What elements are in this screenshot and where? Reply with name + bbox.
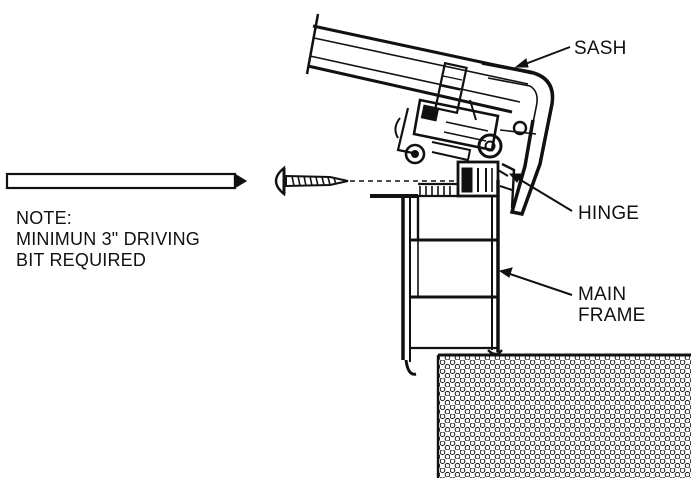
note-line-driving: MINIMUN 3" DRIVING bbox=[16, 229, 200, 249]
frame-leader bbox=[503, 271, 573, 296]
frame-arrowhead bbox=[498, 267, 513, 278]
note-line-bit: BIT REQUIRED bbox=[16, 250, 147, 270]
hinge-label: HINGE bbox=[578, 203, 640, 224]
installation-note: NOTE: MINIMUN 3" DRIVING BIT REQUIRED bbox=[16, 208, 200, 271]
driving-bit bbox=[5, 172, 248, 190]
main-frame-label-line2: FRAME bbox=[578, 305, 646, 326]
main-frame-label: MAIN FRAME bbox=[578, 284, 646, 326]
main-frame bbox=[370, 180, 503, 376]
wall-foam-block bbox=[436, 353, 691, 478]
label-leader-lines bbox=[498, 46, 573, 296]
note-title: NOTE: bbox=[16, 208, 73, 228]
hinge-leader bbox=[513, 175, 573, 212]
main-frame-label-line1: MAIN bbox=[578, 284, 627, 305]
sash-label: SASH bbox=[574, 38, 627, 59]
sash-arrowhead bbox=[514, 58, 529, 68]
screw bbox=[274, 165, 349, 197]
sash-leader bbox=[519, 46, 571, 67]
hinge-arrowhead bbox=[508, 173, 523, 183]
hinge bbox=[456, 160, 516, 209]
sash-profile bbox=[305, 13, 555, 217]
